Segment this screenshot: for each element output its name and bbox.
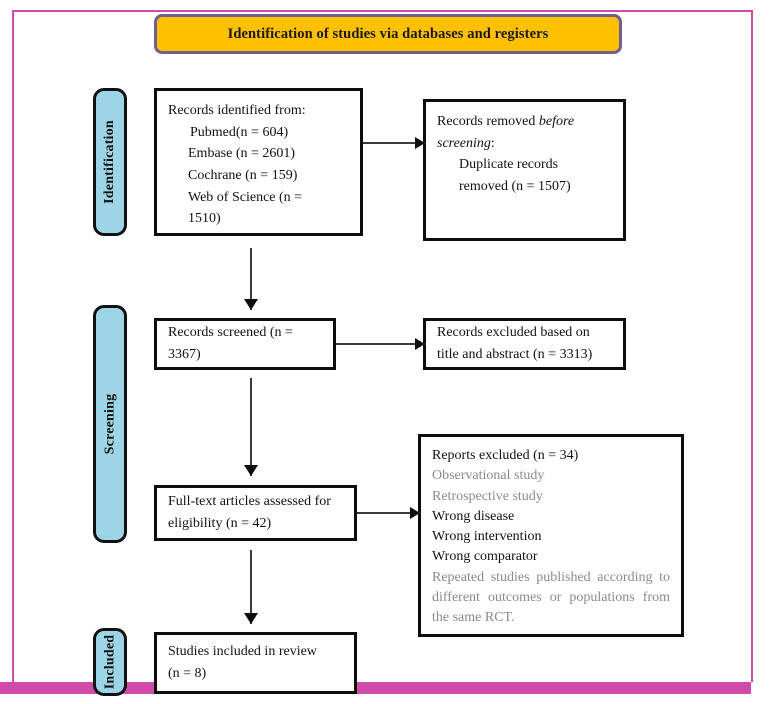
reports-excluded-note: Repeated studies published according to … (432, 569, 670, 626)
stage-label-included: Included (93, 628, 127, 696)
stage-label-identification: Identification (93, 88, 127, 236)
box-fulltext-assessed: Full-text articles assessed for eligibil… (154, 485, 357, 541)
studies-included-line2: (n = 8) (168, 666, 207, 681)
reports-excluded-reason: Wrong comparator (432, 549, 538, 565)
records-identified-source: Cochrane (n = 159) (188, 168, 298, 184)
records-removed-heading-italic2: screening (437, 135, 491, 151)
records-removed-heading-plain: Records removed (437, 114, 539, 129)
records-identified-source: Web of Science (n = (188, 189, 303, 205)
reports-excluded-reason: Wrong intervention (432, 529, 542, 545)
stage-label-screening-text: Screening (102, 393, 117, 455)
box-records-identified: Records identified from: Pubmed(n = 604)… (154, 88, 363, 236)
records-identified-source: 1510) (188, 211, 221, 227)
arrow-screened-to-excluded (336, 337, 425, 351)
diagram-title: Identification of studies via databases … (227, 25, 549, 42)
fulltext-line2: eligibility (n = 42) (168, 516, 272, 531)
box-reports-excluded: Reports excluded (n = 34) Observational … (418, 434, 684, 637)
stage-label-identification-text: Identification (102, 120, 118, 204)
page-frame-top (12, 10, 753, 12)
records-screened-label: Records screened (n = 3367) (168, 325, 293, 362)
records-removed-heading-line2: screening: (437, 133, 612, 155)
box-records-screened: Records screened (n = 3367) (154, 318, 336, 370)
fulltext-line1: Full-text articles assessed for (168, 494, 331, 510)
records-removed-heading-italic: before (538, 114, 575, 129)
records-excluded-line2: title and abstract (n = 3313) (437, 347, 593, 362)
arrow-identified-to-removed (363, 136, 425, 150)
records-identified-source: Pubmed(n = 604) (190, 124, 289, 140)
diagram-title-banner: Identification of studies via databases … (154, 14, 622, 54)
studies-included-line1: Studies included in review (168, 644, 317, 660)
page-frame-right (751, 10, 753, 682)
records-identified-source: Embase (n = 2601) (188, 146, 296, 162)
records-excluded-line1: Records excluded based on (437, 325, 590, 341)
stage-label-included-text: Included (102, 634, 118, 690)
records-identified-heading: Records identified from: (168, 103, 306, 118)
records-removed-heading-line1: Records removed before (437, 111, 612, 133)
reports-excluded-reason: Wrong disease (432, 508, 515, 524)
page-frame-left (12, 10, 14, 682)
records-removed-detail: Duplicate records (459, 157, 559, 173)
box-studies-included: Studies included in review (n = 8) (154, 632, 357, 694)
stage-label-screening: Screening (93, 305, 127, 543)
box-records-excluded-title-abstract: Records excluded based on title and abst… (423, 318, 626, 370)
arrow-screened-to-fulltext (243, 378, 259, 476)
arrow-fulltext-to-included (243, 550, 259, 624)
arrow-identified-to-screened (243, 248, 259, 310)
records-removed-heading-colon: : (490, 135, 495, 151)
reports-excluded-heading: Reports excluded (n = 34) (432, 448, 579, 463)
reports-excluded-reason: Observational study (432, 468, 545, 484)
arrow-fulltext-to-reports-excluded (357, 506, 420, 520)
box-records-removed: Records removed before screening: Duplic… (423, 99, 626, 241)
reports-excluded-reason: Retrospective study (432, 488, 543, 504)
records-removed-detail: removed (n = 1507) (459, 179, 571, 195)
